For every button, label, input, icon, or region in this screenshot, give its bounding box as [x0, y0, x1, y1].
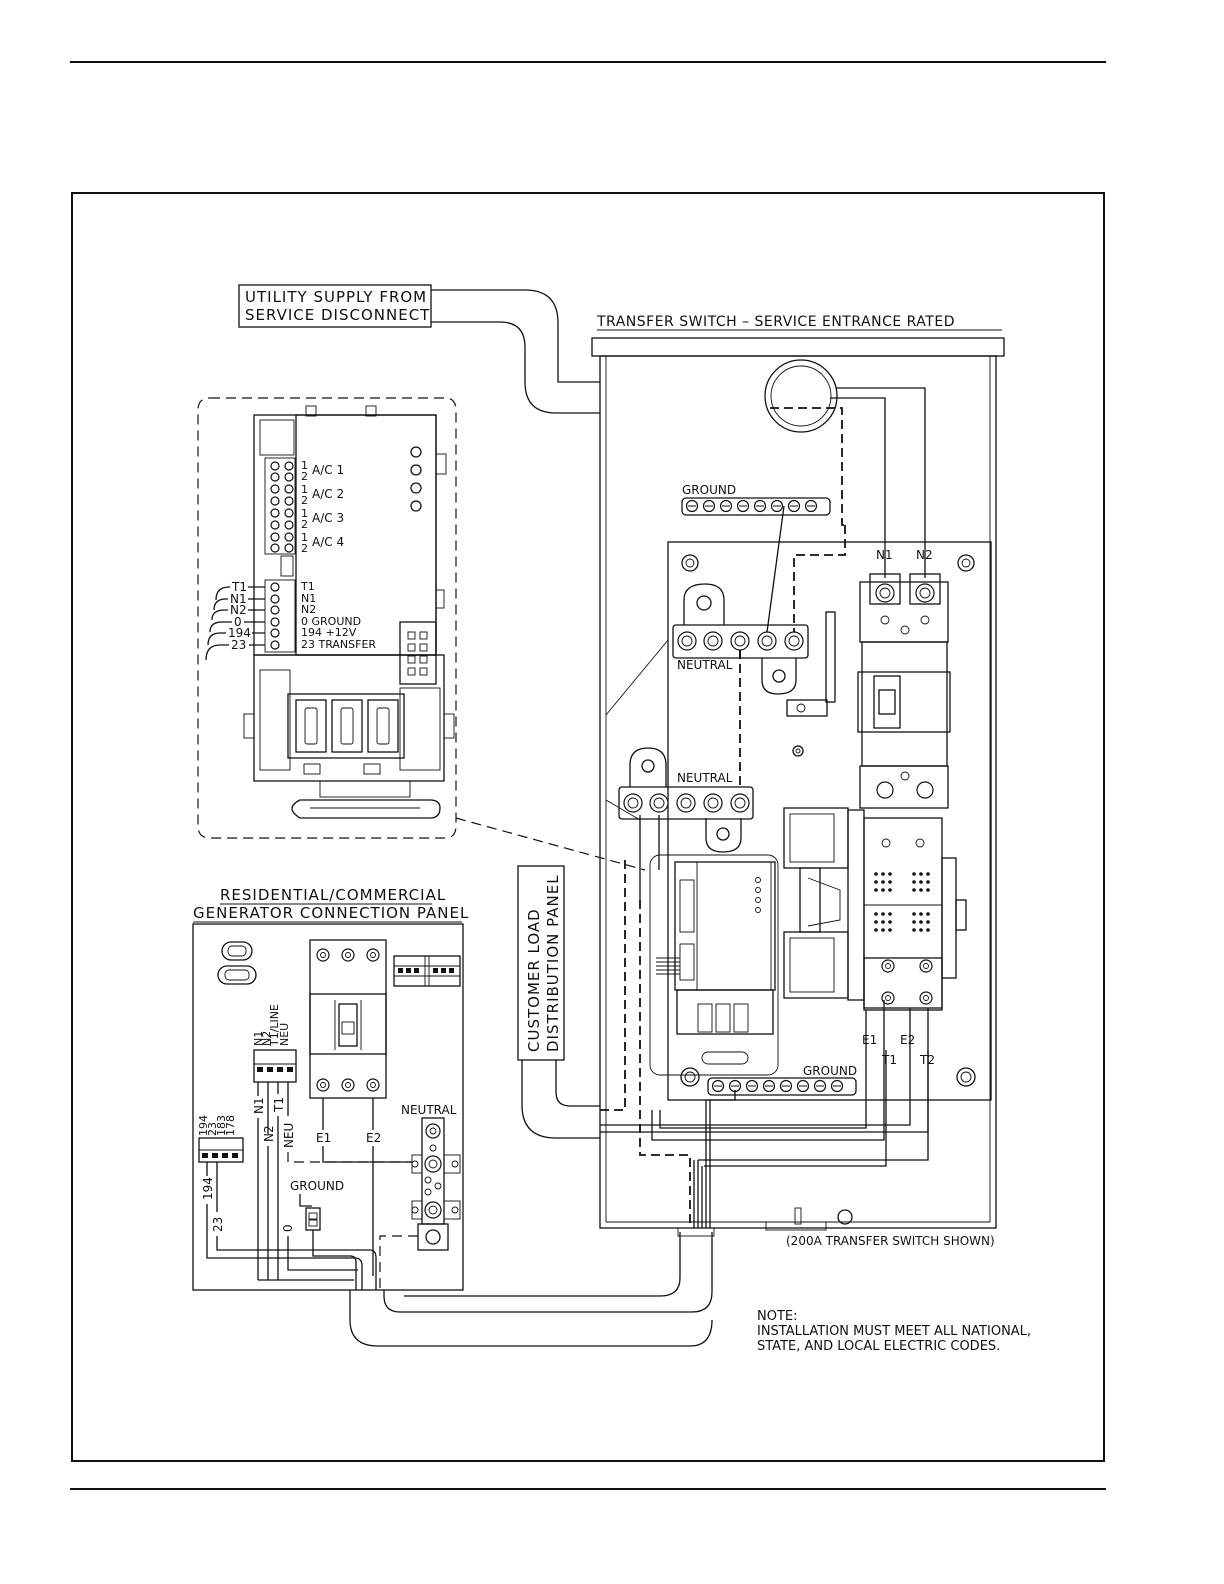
gen-ground-label: GROUND	[290, 1179, 344, 1193]
n2-label: N2	[916, 548, 933, 562]
neutral-label-upper: NEUTRAL	[677, 658, 733, 672]
ground-label-top: GROUND	[682, 483, 736, 497]
svg-text:2: 2	[301, 470, 308, 483]
utility-supply-label: UTILITY SUPPLY FROM SERVICE DISCONNECT	[238, 284, 432, 328]
controller-detail: 12 12 12 12 A/C 1 A/C 2 A/C 3 A/C 4 T1 N…	[197, 397, 646, 871]
block-left-194: 194	[197, 1115, 210, 1136]
wire-label-n2: N2	[230, 603, 247, 617]
wire-label-194: 194	[228, 626, 251, 640]
utility-label-line1: UTILITY SUPPLY FROM	[245, 288, 427, 306]
t2-label: T2	[919, 1053, 935, 1067]
generator-panel-line2: GENERATOR CONNECTION PANEL	[193, 904, 469, 922]
transfer-switch: TRANSFER SWITCH – SERVICE ENTRANCE RATED…	[591, 314, 1005, 1248]
transfer-mechanism: E1 E2 T1 T2	[783, 807, 967, 1067]
installation-note: NOTE: INSTALLATION MUST MEET ALL NATIONA…	[757, 1309, 1031, 1354]
generator-panel-line1: RESIDENTIAL/COMMERCIAL	[220, 886, 446, 904]
e1-label: E1	[862, 1033, 877, 1047]
terminal-strip-top	[393, 955, 461, 987]
svg-text:2: 2	[301, 518, 308, 531]
bottom-conduit	[349, 1227, 715, 1347]
neutral-bar-lower: NEUTRAL	[618, 747, 754, 853]
block-top-n2: N2	[260, 1031, 273, 1046]
block-left-23: 23	[206, 1122, 219, 1136]
wire-label-23: 23	[231, 638, 246, 652]
neutral-label-lower: NEUTRAL	[677, 771, 733, 785]
note-title: NOTE:	[757, 1309, 798, 1324]
generator-breaker: E1 E2	[309, 939, 412, 1276]
gen-neutral-bar: NEUTRAL	[379, 1103, 461, 1290]
customer-load-line2: DISTRIBUTION PANEL	[544, 874, 562, 1052]
knockout-circle	[764, 359, 838, 433]
gen-wire-194: 194	[201, 1177, 215, 1200]
switch-shown-label: (200A TRANSFER SWITCH SHOWN)	[786, 1234, 995, 1248]
terminal-line-12v: 194 +12V	[301, 626, 357, 639]
block-top-t1line: T1/LINE	[268, 1004, 281, 1047]
e2-label: E2	[900, 1033, 915, 1047]
svg-text:2: 2	[301, 494, 308, 507]
gen-e1-label: E1	[316, 1131, 331, 1145]
block-top-n1: N1	[252, 1031, 265, 1046]
note-line2: STATE, AND LOCAL ELECTRIC CODES.	[757, 1339, 1000, 1354]
ac-label-4: A/C 4	[312, 535, 344, 549]
gen-wire-0: 0	[281, 1224, 295, 1232]
figure-frame	[71, 192, 1105, 1462]
gen-wire-n1: N1	[252, 1097, 266, 1114]
block-top-neu: NEU	[278, 1023, 291, 1046]
gen-wire-neu: NEU	[282, 1123, 296, 1148]
wire-label-n1: N1	[230, 592, 247, 606]
svg-text:2: 2	[301, 542, 308, 555]
ac-label-1: A/C 1	[312, 463, 344, 477]
gen-wire-n2: N2	[262, 1125, 276, 1142]
utility-breaker: N1 N2	[857, 548, 951, 809]
gen-e2-label: E2	[366, 1131, 381, 1145]
svg-text:1: 1	[301, 507, 308, 520]
t1-label: T1	[881, 1053, 897, 1067]
generator-connection-panel: RESIDENTIAL/COMMERCIAL GENERATOR CONNECT…	[192, 886, 469, 1291]
enclosure-body	[599, 355, 997, 1229]
terminal-line-n2: N2	[301, 603, 316, 616]
controller-small	[649, 854, 779, 1076]
note-line1: INSTALLATION MUST MEET ALL NATIONAL,	[757, 1324, 1031, 1339]
svg-text:1: 1	[301, 483, 308, 496]
ground-bar-bottom: GROUND	[707, 1064, 857, 1096]
terminal-line-n1: N1	[301, 592, 316, 605]
block-left-178: 178	[224, 1115, 237, 1136]
wire-label-0: 0	[234, 615, 242, 629]
enclosure-lid	[591, 337, 1005, 357]
internal-wiring	[598, 387, 929, 1228]
ground-label-bottom: GROUND	[803, 1064, 857, 1078]
gen-wire-t1: T1	[272, 1097, 286, 1113]
ac-label-2: A/C 2	[312, 487, 344, 501]
utility-conduit	[431, 289, 600, 414]
mounting-plate	[667, 541, 992, 1101]
wire-label-t1: T1	[231, 580, 247, 594]
svg-text:1: 1	[301, 531, 308, 544]
gen-neutral-label: NEUTRAL	[401, 1103, 457, 1117]
terminal-line-t1: T1	[300, 580, 315, 593]
ground-bar-top: GROUND	[681, 483, 831, 516]
gen-wire-23: 23	[211, 1217, 225, 1232]
transfer-switch-title: TRANSFER SWITCH – SERVICE ENTRANCE RATED	[596, 314, 955, 330]
neutral-bar-upper: NEUTRAL	[672, 583, 836, 717]
customer-load-panel: CUSTOMER LOAD DISTRIBUTION PANEL	[517, 865, 600, 1139]
utility-label-line2: SERVICE DISCONNECT	[245, 306, 430, 324]
terminal-line-ground: 0 GROUND	[301, 615, 361, 628]
svg-text:1: 1	[301, 459, 308, 472]
n1-label: N1	[876, 548, 893, 562]
customer-load-line1: CUSTOMER LOAD	[525, 908, 543, 1052]
ac-label-3: A/C 3	[312, 511, 344, 525]
block-left-183: 183	[215, 1115, 228, 1136]
terminal-line-transfer: 23 TRANSFER	[301, 638, 376, 651]
